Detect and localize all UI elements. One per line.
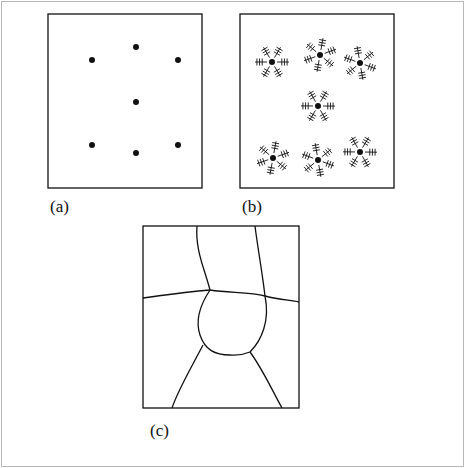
dislocation-clusters [255,38,377,177]
panel-frame [48,14,202,188]
panel-frame [240,14,394,188]
nuclei [89,44,181,156]
panel-label: (b) [242,198,262,215]
panel-label: (c) [150,422,169,439]
grain-boundaries [143,226,299,408]
panel-label: (a) [50,198,69,215]
panel-frame [143,226,299,408]
